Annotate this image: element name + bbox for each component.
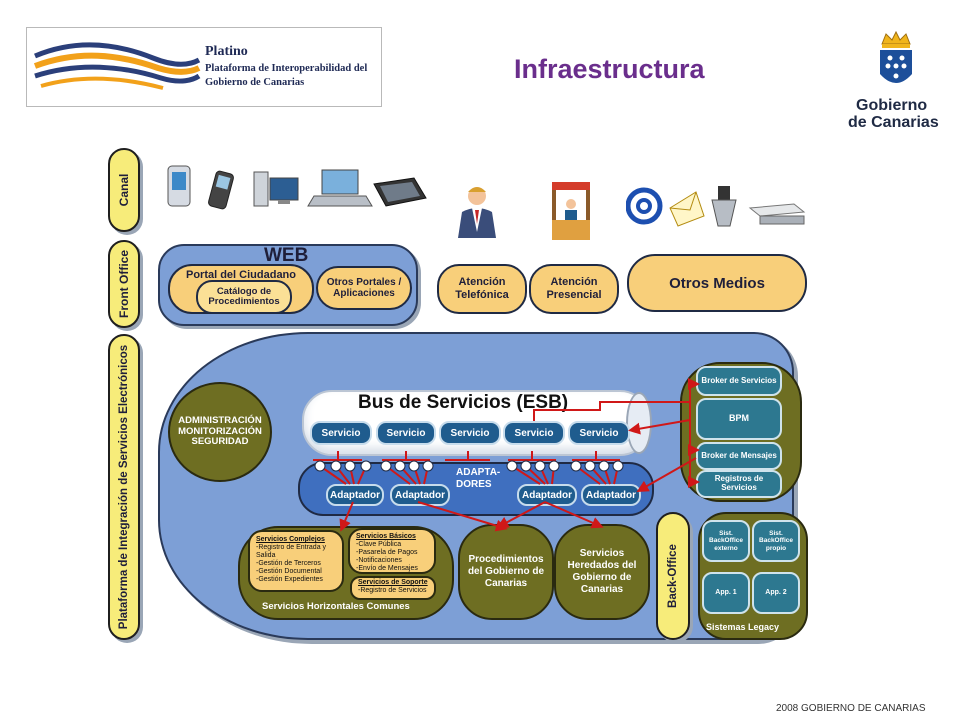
gov-name-2: de Canarias (848, 114, 939, 131)
app-2[interactable]: App. 2 (752, 572, 800, 614)
adapters-label: ADAPTA- DORES (456, 467, 501, 490)
sist-backoffice-propio[interactable]: Sist. BackOffice propio (752, 520, 800, 562)
service-desk-icon (552, 182, 590, 240)
mobile-phone-icon (208, 170, 234, 210)
otros-portales[interactable]: Otros Portales / Aplicaciones (316, 266, 412, 310)
lane-back-office: Back-Office (656, 512, 690, 640)
legacy-label: Sistemas Legacy (706, 622, 780, 632)
kiosk-icon (711, 186, 737, 227)
servicios-basicos: Servicios Básicos -Clave Pública -Pasare… (348, 528, 436, 574)
otros-medios-icons (626, 186, 806, 227)
gov-name-1: Gobierno (856, 97, 928, 114)
desktop-computer-icon (253, 171, 299, 207)
servicio-4[interactable]: Servicio (503, 421, 565, 445)
esb-title: Bus de Servicios (ESB) (358, 392, 569, 413)
page-title: Infraestructura (514, 54, 705, 84)
adaptador-4[interactable]: Adaptador (581, 484, 641, 506)
catalogo-procedimientos[interactable]: Catálogo de Procedimientos (196, 280, 292, 314)
adaptador-3[interactable]: Adaptador (517, 484, 577, 506)
adaptador-2[interactable]: Adaptador (390, 484, 450, 506)
adaptador-1[interactable]: Adaptador (326, 484, 384, 506)
lane-front-office: Front Office (108, 240, 140, 328)
call-agent-icon (458, 187, 496, 238)
servicio-2[interactable]: Servicio (376, 421, 436, 445)
lane-plataforma: Plataforma de Integración de Servicios E… (108, 334, 140, 640)
servicio-3[interactable]: Servicio (439, 421, 501, 445)
registros-servicios[interactable]: Registros de Servicios (696, 470, 782, 498)
tablet-pc-icon (373, 177, 427, 207)
logo-subtitle-2: Gobierno de Canarias (205, 77, 305, 88)
platino-logo: Platino Plataforma de Interoperabilidad … (26, 27, 382, 107)
pda-icon (167, 165, 191, 207)
coat-of-arms-icon (880, 30, 912, 83)
servicios-complejos: Servicios Complejos -Registro de Entrada… (248, 530, 344, 592)
bpm[interactable]: BPM (696, 398, 782, 440)
horizontales-label: Servicios Horizontales Comunes (262, 601, 410, 612)
set-top-box-icon (748, 203, 806, 225)
lane-canal: Canal (108, 148, 140, 232)
sist-backoffice-externo[interactable]: Sist. BackOffice externo (702, 520, 750, 562)
broker-servicios[interactable]: Broker de Servicios (696, 366, 782, 396)
servicios-soporte: Servicios de Soporte -Registro de Servic… (350, 576, 436, 600)
servicio-1[interactable]: Servicio (310, 421, 372, 445)
footer: 2008 GOBIERNO DE CANARIAS (776, 703, 926, 714)
atencion-presencial[interactable]: Atención Presencial (529, 264, 619, 314)
platino-swoosh-icon (33, 42, 201, 90)
canal-devices (167, 165, 427, 210)
admin-circle: ADMINISTRACIÓN MONITORIZACIÓN SEGURIDAD (168, 382, 272, 482)
broker-mensajes[interactable]: Broker de Mensajes (696, 442, 782, 470)
email-at-icon (626, 187, 663, 225)
servicios-heredados[interactable]: Servicios Heredados del Gobierno de Cana… (554, 524, 650, 620)
logo-name: Platino (205, 44, 248, 59)
atencion-telefonica[interactable]: Atención Telefónica (437, 264, 527, 314)
laptop-icon (307, 169, 373, 207)
logo-subtitle-1: Plataforma de Interoperabilidad del (205, 63, 368, 74)
envelope-icon (669, 191, 705, 227)
web-title: WEB (264, 245, 309, 266)
otros-medios[interactable]: Otros Medios (627, 254, 807, 312)
app-1[interactable]: App. 1 (702, 572, 750, 614)
